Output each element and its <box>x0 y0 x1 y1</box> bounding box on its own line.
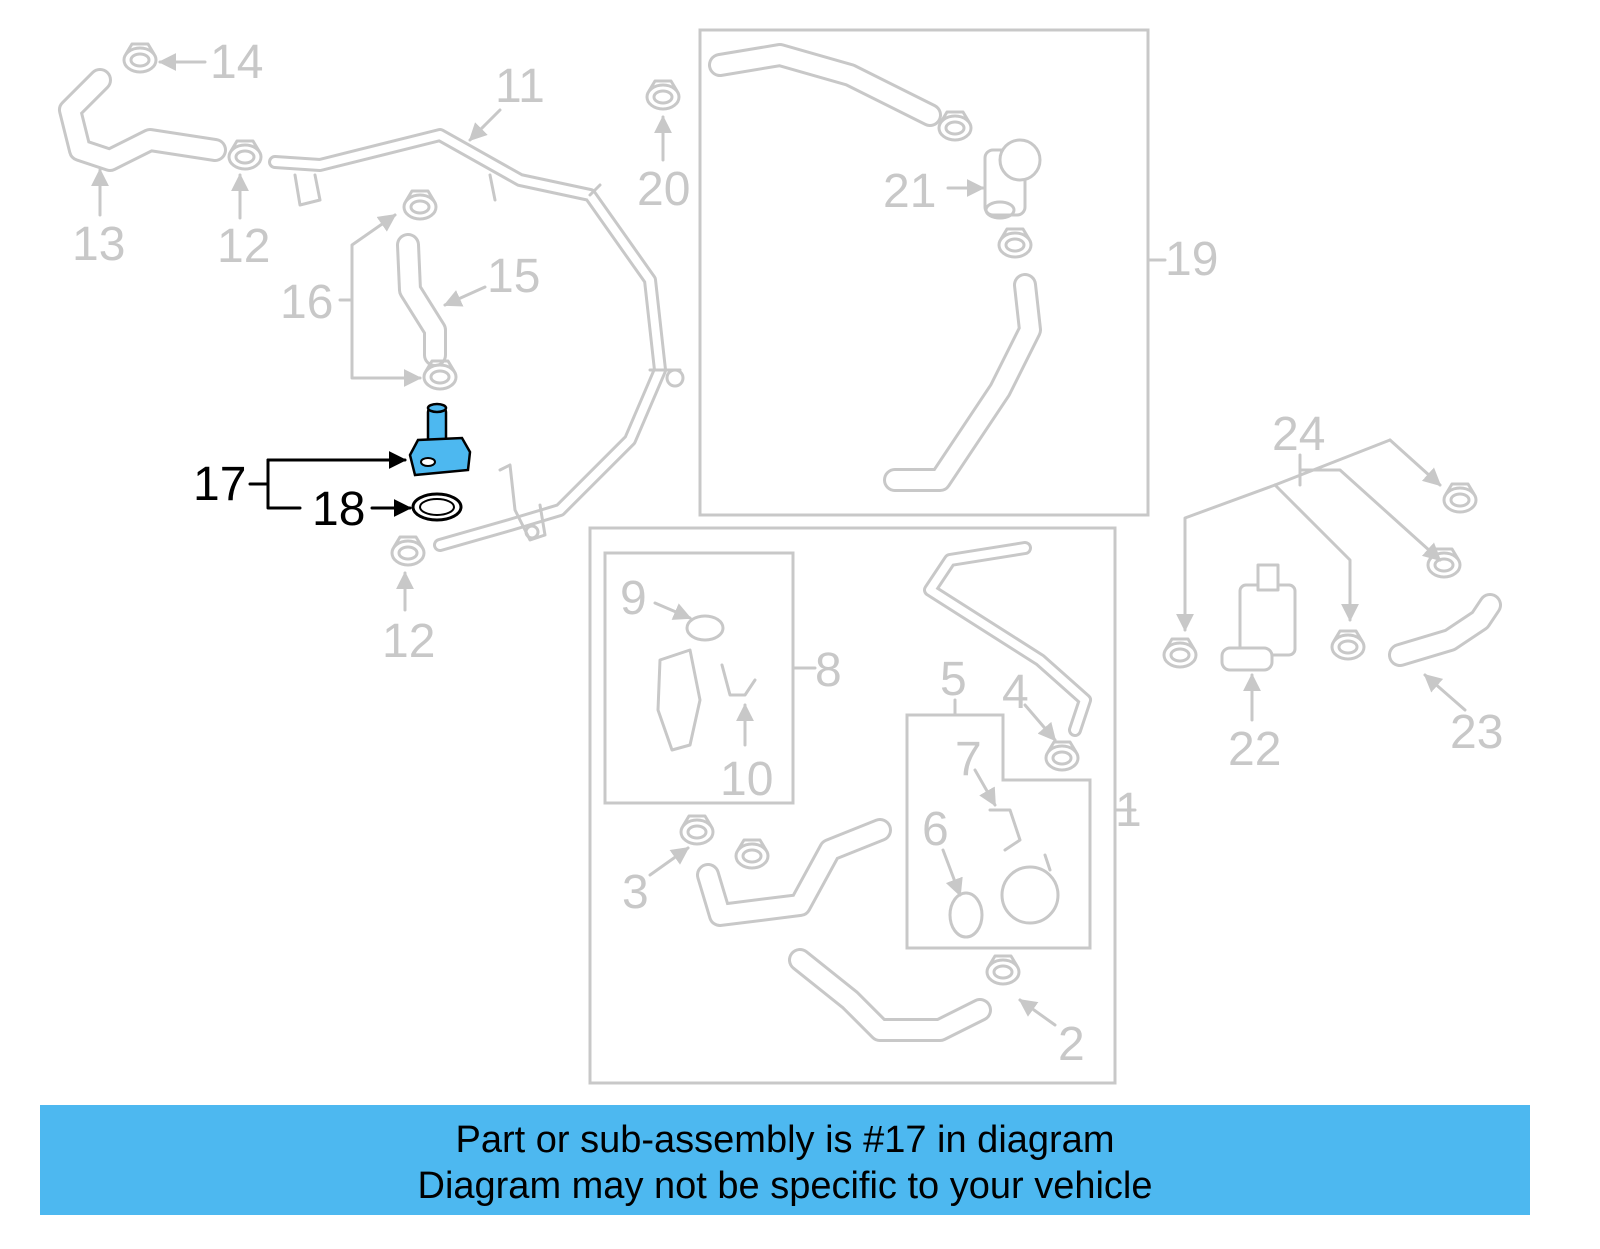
callout-22: 22 <box>1228 723 1281 776</box>
hose-13 <box>58 68 227 172</box>
clamp-16-lower <box>422 359 458 391</box>
clamp-12-lower <box>390 535 426 567</box>
callout-3: 3 <box>622 866 649 919</box>
box-8 <box>603 551 795 805</box>
callout-18: 18 <box>312 483 365 536</box>
callout-9: 9 <box>620 572 647 625</box>
valve-22 <box>1220 563 1297 672</box>
callout-6: 6 <box>922 803 949 856</box>
seal-18 <box>411 492 463 522</box>
callout-10: 10 <box>720 753 773 806</box>
callout-23: 23 <box>1450 706 1503 759</box>
callout-13: 13 <box>72 218 125 271</box>
clamp-4 <box>1044 740 1080 772</box>
callout-11: 11 <box>495 60 545 113</box>
clamp-19-upper <box>937 110 973 142</box>
banner-line-1: Part or sub-assembly is #17 in diagram <box>455 1119 1115 1161</box>
clamp-14 <box>122 42 158 74</box>
callout-2: 2 <box>1058 1018 1085 1071</box>
clamp-20 <box>645 79 681 111</box>
clamp-2 <box>985 954 1021 986</box>
callout-1: 1 <box>1115 784 1142 837</box>
callout-21: 21 <box>883 165 936 218</box>
callout-16: 16 <box>280 276 333 329</box>
coolant-pipe-11 <box>268 128 685 552</box>
hose-19 <box>708 43 1042 492</box>
callout-12-lower: 12 <box>382 615 435 668</box>
callout-4: 4 <box>1002 666 1029 719</box>
clamp-24-b <box>1330 629 1366 661</box>
callout-20: 20 <box>637 163 690 216</box>
callout-24: 24 <box>1272 408 1325 461</box>
fitting-8 <box>656 614 757 752</box>
clamp-3 <box>679 814 715 846</box>
callout-12-upper: 12 <box>217 220 270 273</box>
clamp-19-lower <box>997 227 1033 259</box>
callout-8: 8 <box>815 644 842 697</box>
valve-6-7 <box>948 808 1060 939</box>
pipe-4 <box>923 541 1092 737</box>
info-banner: Part or sub-assembly is #17 in diagram D… <box>40 1105 1530 1215</box>
clamp-3b <box>734 838 770 870</box>
clamp-24-a <box>1162 637 1198 669</box>
hose-15 <box>396 233 447 367</box>
callout-19: 19 <box>1165 233 1218 286</box>
callout-14: 14 <box>210 36 263 89</box>
callout-7: 7 <box>955 733 982 786</box>
hose-23 <box>1388 593 1502 667</box>
callout-15: 15 <box>487 250 540 303</box>
clamp-16-upper <box>402 189 438 221</box>
box-5 <box>905 713 1092 950</box>
box-19 <box>698 28 1150 517</box>
box-1 <box>588 526 1117 1085</box>
callout-17: 17 <box>193 458 246 511</box>
clamp-24-d <box>1442 482 1478 514</box>
clamp-12-upper <box>227 139 263 171</box>
banner-line-2: Diagram may not be specific to your vehi… <box>417 1165 1153 1207</box>
callout-5: 5 <box>940 653 967 706</box>
valve-21 <box>983 138 1042 220</box>
hose-3 <box>696 818 992 1042</box>
part-17-flange <box>408 402 472 477</box>
